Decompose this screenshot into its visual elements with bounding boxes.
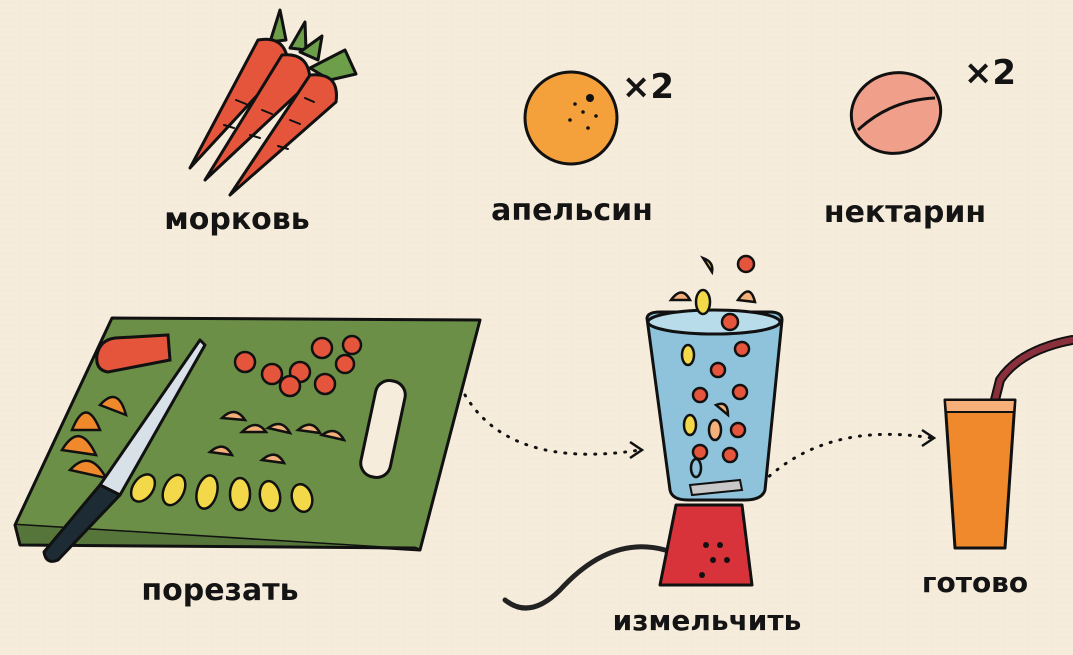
ingredient-label-nectarine: нектарин	[824, 195, 986, 230]
ingredient-qty-nectarine: ×2	[964, 53, 1016, 93]
step-label-cut: порезать	[141, 573, 298, 608]
step-label-blend: измельчить	[613, 604, 802, 637]
ingredient-label-orange: апельсин	[491, 193, 653, 228]
step-label-done: готово	[922, 566, 1028, 599]
ingredient-label-carrot: морковь	[164, 202, 310, 237]
ingredient-qty-orange: ×2	[622, 67, 674, 107]
orange-icon	[525, 72, 617, 164]
